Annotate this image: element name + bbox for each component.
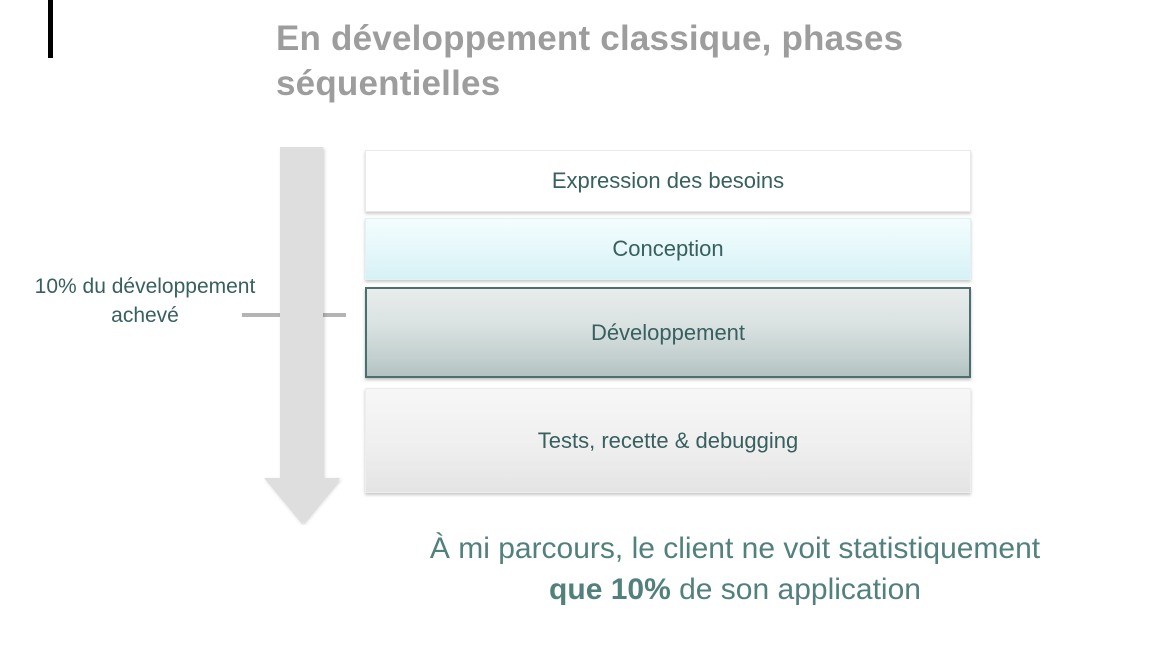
phase-box-testing[interactable]: Tests, recette & debugging bbox=[365, 388, 971, 493]
phase-box-requirements[interactable]: Expression des besoins bbox=[365, 150, 971, 212]
phase-label-testing: Tests, recette & debugging bbox=[537, 427, 799, 453]
caption-line-2: que 10% de son application bbox=[295, 569, 1170, 610]
caption-emphasis: que 10% bbox=[549, 573, 671, 606]
progress-annotation-label: 10% du développement achevé bbox=[34, 275, 256, 327]
phase-box-development[interactable]: Développement bbox=[365, 287, 971, 378]
phase-label-development: Développement bbox=[590, 319, 746, 345]
phase-label-design: Conception bbox=[612, 236, 724, 261]
phase-label-requirements: Expression des besoins bbox=[551, 168, 785, 193]
down-arrow-icon bbox=[261, 147, 343, 525]
page-title: En développement classique, phases séque… bbox=[276, 19, 904, 103]
caption-line-1: À mi parcours, le client ne voit statist… bbox=[429, 532, 1041, 565]
caption: À mi parcours, le client ne voit statist… bbox=[295, 528, 1170, 610]
caption-line-2-rest: de son application bbox=[670, 573, 921, 606]
phase-box-design[interactable]: Conception bbox=[365, 218, 971, 280]
title-accent-bar bbox=[48, 0, 53, 58]
